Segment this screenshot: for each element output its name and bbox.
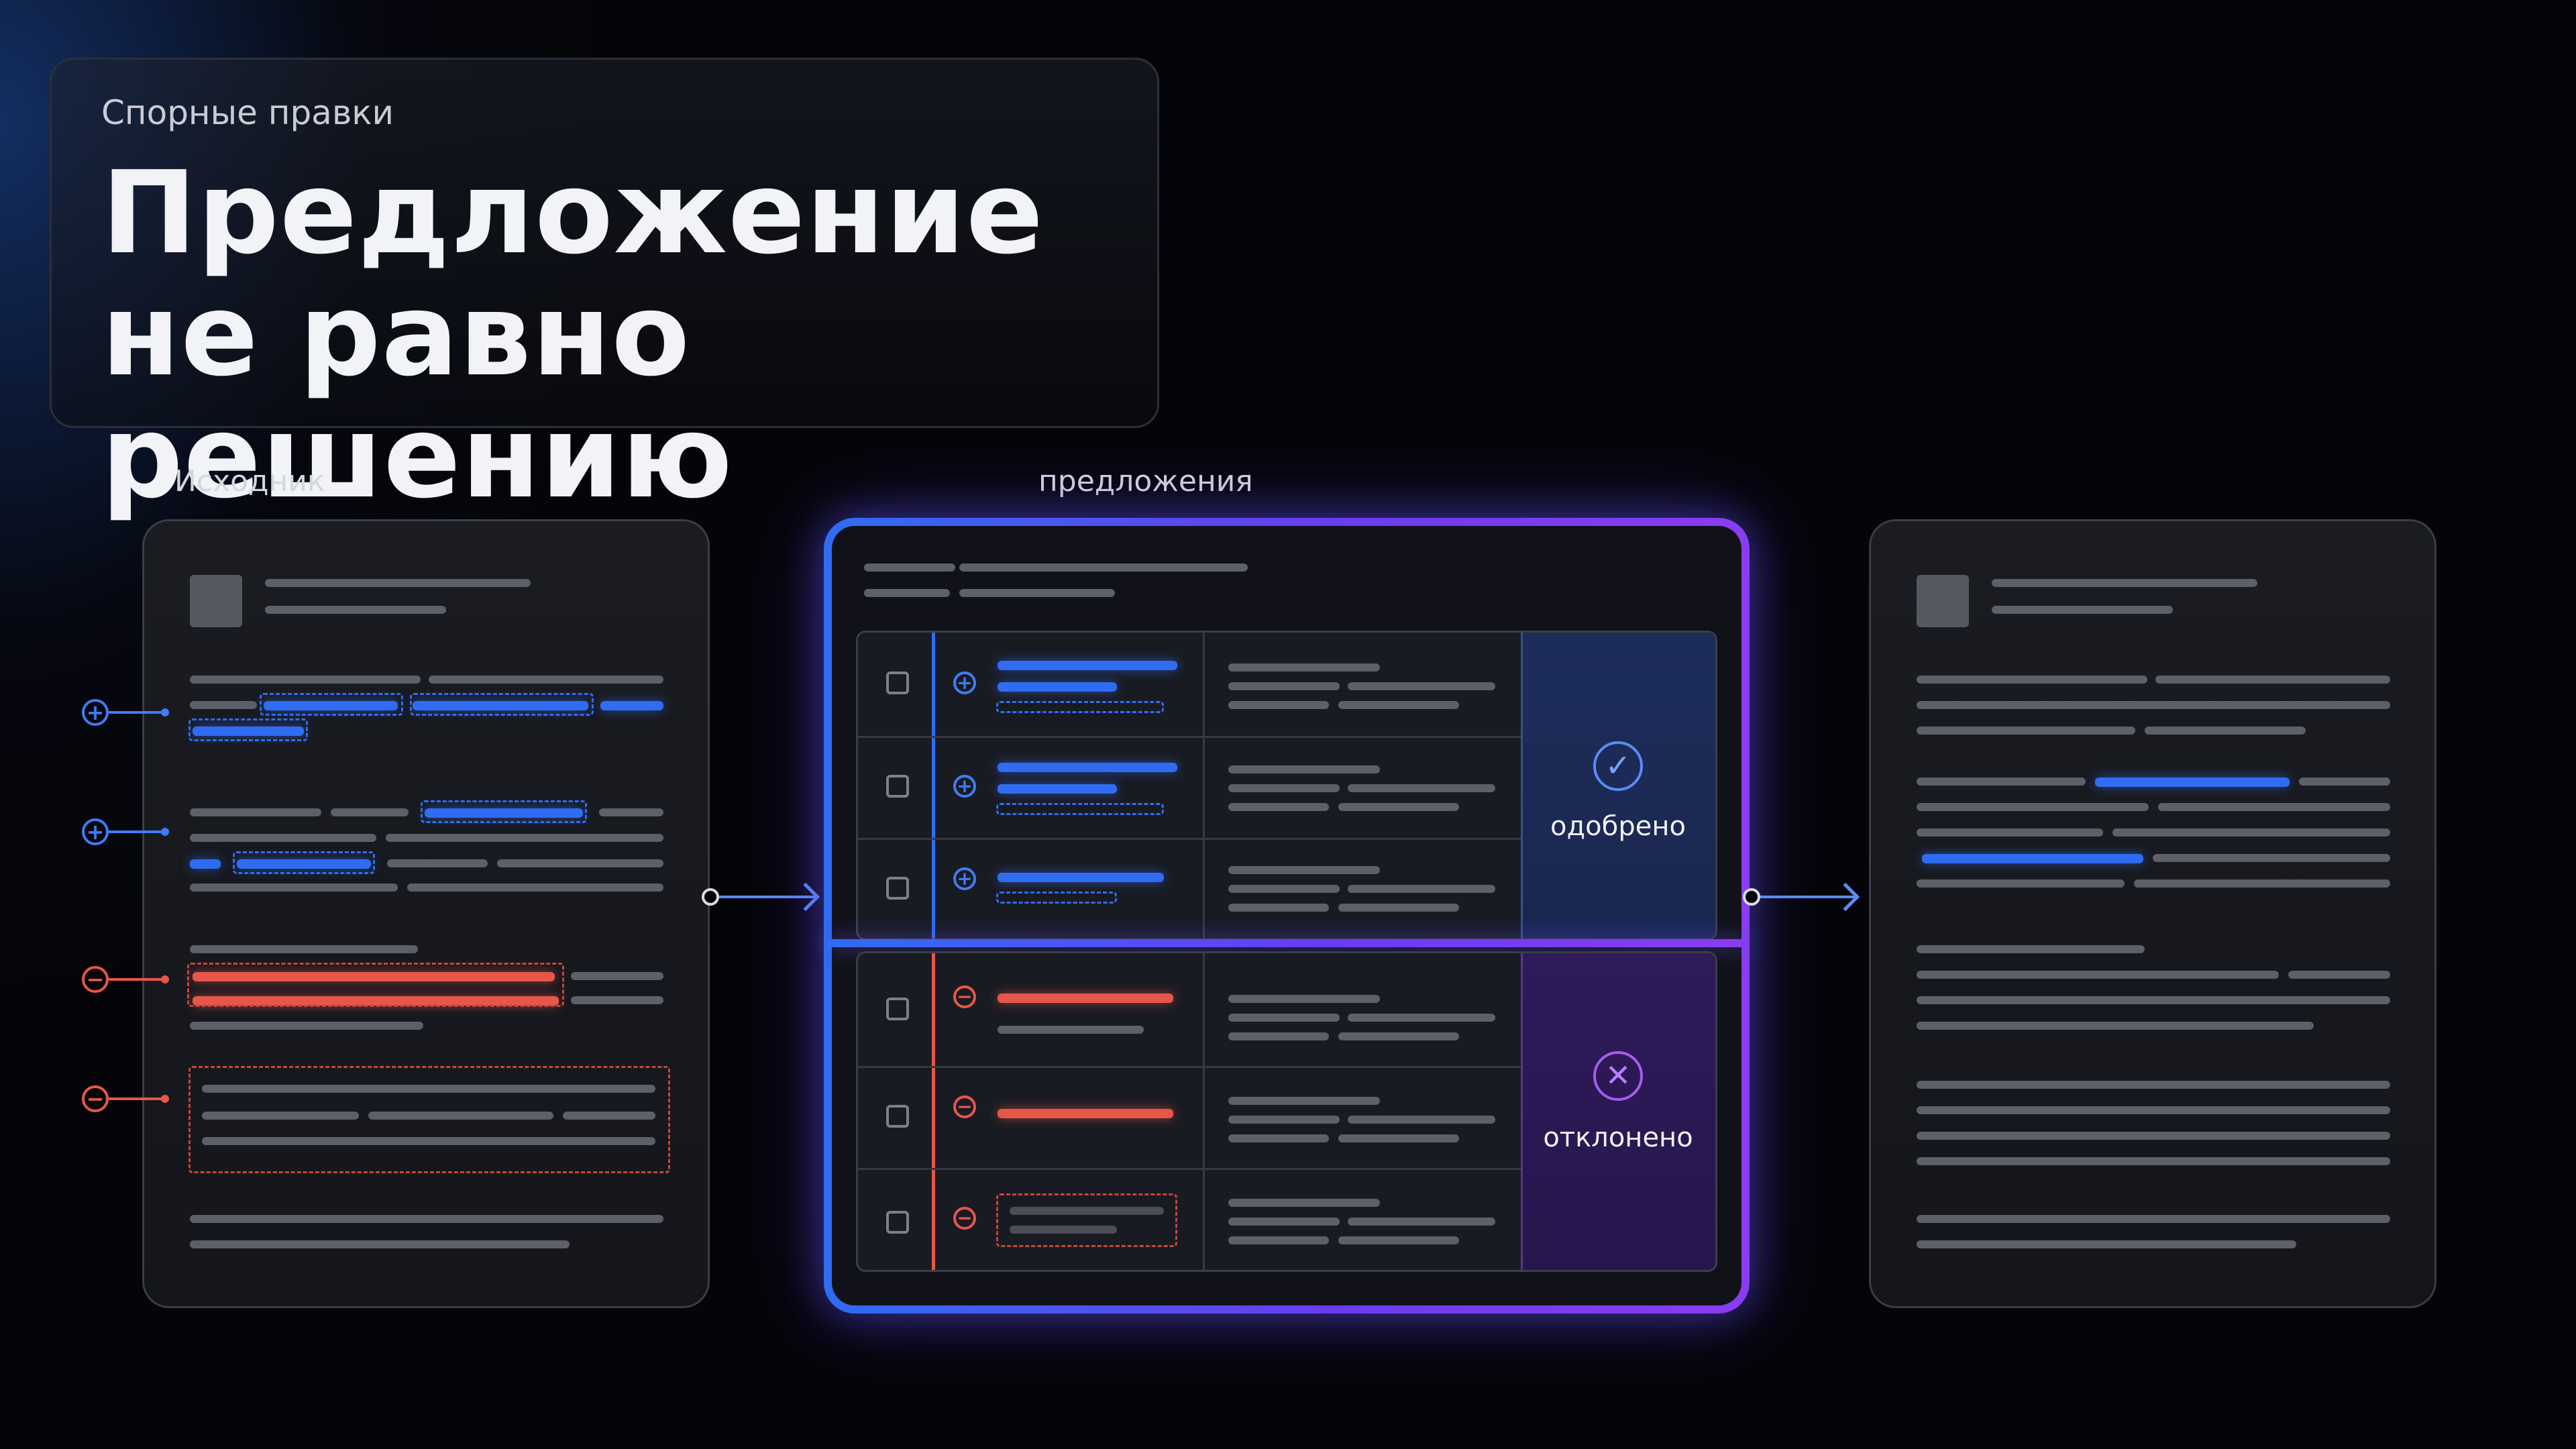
source-label: Исходник [174,464,325,498]
checkbox-icon[interactable] [886,877,909,900]
rejected-status-cell [1521,953,1715,1270]
arrow-head [791,882,820,912]
plus-circle-icon: + [82,818,109,845]
minus-circle-icon: − [82,1085,109,1112]
arrow-right-icon [1760,896,1856,898]
approved-proposals-table: ✓ одобрено + + + [856,631,1717,941]
doc-thumbnail [1917,575,1969,627]
rejected-status: отклонено [1543,1122,1693,1153]
plus-circle-icon: + [82,699,109,726]
source-document [142,519,710,1308]
checkbox-icon[interactable] [886,672,909,694]
doc-thumbnail [190,575,242,627]
minus-circle-icon: − [953,1207,976,1230]
minus-circle-icon: − [953,1095,976,1118]
checkbox-icon[interactable] [886,998,909,1020]
connector-dot [702,888,719,906]
rejected-proposals-table: ✕ отклонено − − − [856,951,1717,1272]
connector-dot [1743,888,1760,906]
plus-circle-icon: + [953,775,976,798]
arrow-head [1831,882,1860,912]
headline: Предложение не равно решению [101,147,1044,524]
minus-circle-icon: − [82,966,109,993]
result-document [1869,519,2436,1308]
approved-status: одобрено [1550,811,1686,842]
panel-divider [826,939,1747,947]
proposals-label: предложения [1038,464,1253,498]
arrow-right-icon [719,896,816,898]
check-circle-icon: ✓ [1593,741,1643,791]
plus-circle-icon: + [953,672,976,694]
checkbox-icon[interactable] [886,1211,909,1234]
minus-circle-icon: − [953,985,976,1008]
eyebrow: Спорные правки [101,93,394,132]
plus-circle-icon: + [953,867,976,890]
checkbox-icon[interactable] [886,1105,909,1128]
checkbox-icon[interactable] [886,775,909,798]
title-card: Спорные правки Предложение не равно реше… [50,58,1159,519]
x-circle-icon: ✕ [1593,1051,1643,1101]
